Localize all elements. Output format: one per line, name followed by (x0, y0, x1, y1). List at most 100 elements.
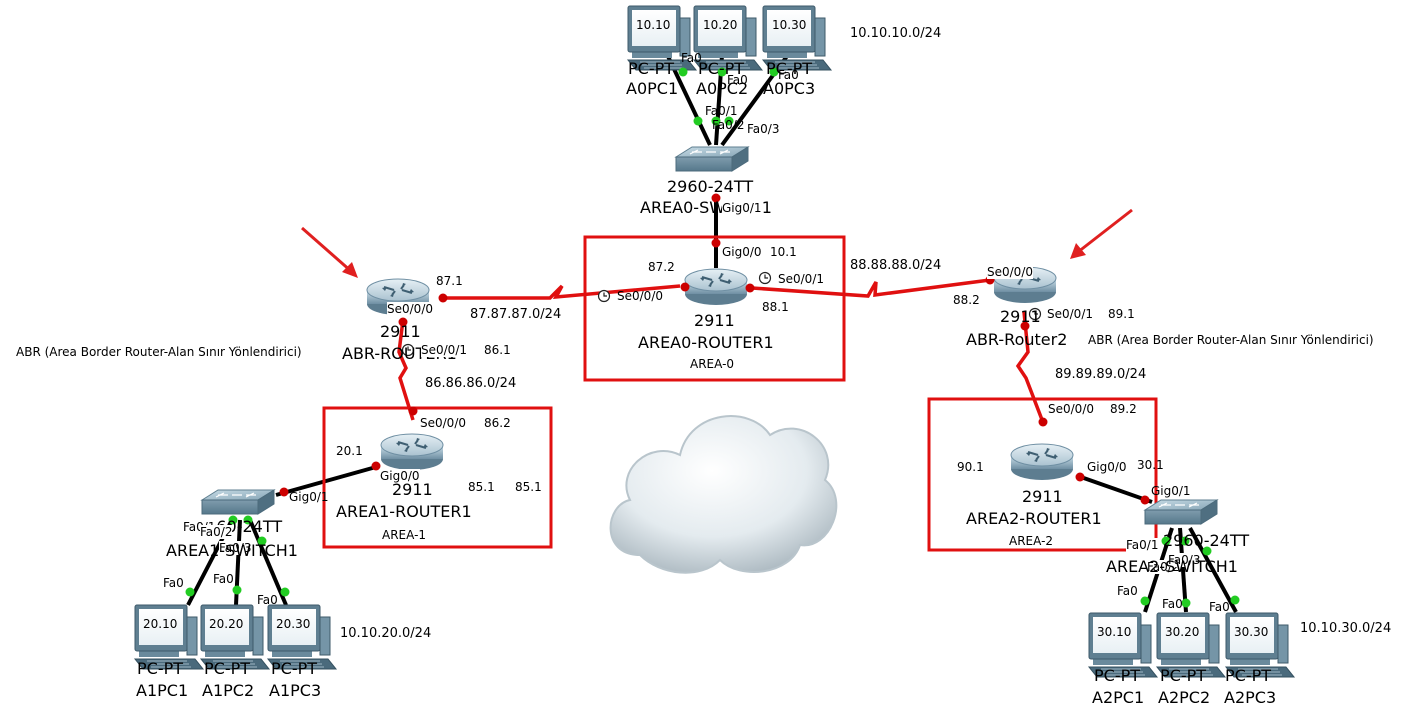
ip-label: 89.1 (1108, 307, 1135, 321)
ip-label: 85.1 (515, 480, 542, 494)
port-label: Se0/0/0 (617, 289, 663, 303)
area1-box (322, 406, 553, 549)
port-label: Fa0/2 (200, 525, 233, 539)
pc-name-label: A1PC1 (136, 681, 189, 700)
router-icon[interactable] (380, 433, 444, 471)
clock-icon (758, 271, 772, 285)
ip-label: 90.1 (957, 460, 984, 474)
ip-label: 86.2 (484, 416, 511, 430)
port-label: Fa0/1 (1126, 538, 1159, 552)
ip-label: 87.2 (648, 260, 675, 274)
device-model-label: 2911 (380, 322, 421, 341)
ip-label: 87.1 (436, 274, 463, 288)
port-label: Fa0 (163, 576, 184, 590)
port-label: Se0/0/1 (1047, 307, 1093, 321)
port-label: Fa0 (778, 68, 799, 82)
pc-screen-label: 30.30 (1234, 625, 1269, 639)
pc-name-label: A2PC3 (1224, 688, 1277, 707)
port-label: Gig0/0 (1087, 460, 1127, 474)
pc-screen-label: 20.10 (143, 617, 178, 631)
device-model-label: 2960-24TT (1163, 531, 1250, 550)
arrow-icon (301, 226, 358, 278)
port-label: Fa0 (727, 73, 748, 87)
port-label: Se0/0/0 (387, 302, 433, 316)
area-label: AREA-1 (382, 528, 427, 542)
router-icon[interactable] (684, 268, 748, 306)
port-label: Gig0/0 (722, 245, 762, 259)
pc-type-label: PC-PT (271, 659, 318, 678)
device-name-label: AREA0-ROUTER1 (638, 333, 774, 352)
network-label: 89.89.89.0/24 (1055, 367, 1147, 382)
pc-type-label: PC-PT (1225, 666, 1272, 685)
pc-type-label: PC-PT (628, 59, 675, 78)
device-model-label: 2911 (1022, 487, 1063, 506)
switch-icon[interactable] (1144, 499, 1218, 525)
port-label: Fa0/1 (705, 104, 738, 118)
port-label: Gig0/1 (289, 490, 329, 504)
port-label: Fa0 (213, 572, 234, 586)
pc-type-label: PC-PT (766, 59, 813, 78)
pc-screen-label: 20.30 (276, 617, 311, 631)
port-label: Se0/0/0 (987, 265, 1033, 279)
network-label: 88.88.88.0/24 (850, 258, 942, 273)
port-label: Se0/0/1 (778, 272, 824, 286)
ip-label: 88.2 (953, 293, 980, 307)
port-label: Gig0/1 (1151, 484, 1191, 498)
serial-links (397, 278, 1046, 426)
pc-name-label: A1PC2 (202, 681, 255, 700)
pc-name-label: A2PC2 (1158, 688, 1211, 707)
pc-type-label: PC-PT (137, 659, 184, 678)
ip-label: 30.1 (1137, 458, 1164, 472)
ip-label: 85.1 (468, 480, 495, 494)
pc-screen-label: 20.20 (209, 617, 244, 631)
pc-screen-label: 10.20 (703, 18, 738, 32)
switch-icon[interactable] (675, 146, 749, 172)
port-label: Fa0 (1162, 597, 1183, 611)
cloud-icon (609, 415, 838, 574)
area2-box (927, 397, 1158, 552)
ip-label: 86.1 (484, 343, 511, 357)
router-icon[interactable] (1010, 443, 1074, 481)
pc-type-label: PC-PT (1094, 666, 1141, 685)
pc-type-label: PC-PT (698, 59, 745, 78)
area-label: AREA-0 (690, 357, 735, 371)
arrow-icon (1070, 208, 1133, 259)
pc-screen-label: 30.20 (1165, 625, 1200, 639)
port-label: Gig0/1 (722, 201, 762, 215)
pc-screen-label: 30.10 (1097, 625, 1132, 639)
pc-name-label: A0PC2 (696, 79, 749, 98)
network-label: 10.10.10.0/24 (850, 26, 942, 41)
pc-name-label: A0PC3 (763, 79, 816, 98)
port-label: Fa0/3 (1168, 553, 1201, 567)
area-label: AREA-2 (1009, 534, 1054, 548)
port-label: Fa0/3 (219, 541, 252, 555)
pc-name-label: A2PC1 (1092, 688, 1145, 707)
abr-note: ABR (Area Border Router-Alan Sınır Yönle… (1088, 333, 1374, 347)
port-label: Gig0/0 (380, 469, 420, 483)
clock-icon (597, 289, 611, 303)
port-label: Fa0 (681, 51, 702, 65)
abr-note: ABR (Area Border Router-Alan Sınır Yönle… (16, 345, 302, 359)
pc-name-label: A1PC3 (269, 681, 322, 700)
network-label: 87.87.87.0/24 (470, 307, 562, 322)
pc-type-label: PC-PT (1160, 666, 1207, 685)
port-label: Se0/0/1 (421, 343, 467, 357)
port-label: Se0/0/0 (1048, 402, 1094, 416)
device-model-label: 2911 (392, 480, 433, 499)
ip-label: 10.1 (770, 245, 797, 259)
ip-label: 88.1 (762, 300, 789, 314)
port-label: Fa0/3 (747, 122, 780, 136)
pc-screen-label: 10.30 (772, 18, 807, 32)
port-label: Fa0 (1117, 584, 1138, 598)
ip-label: 89.2 (1110, 402, 1137, 416)
port-label: Fa0 (1209, 600, 1230, 614)
pc-name-label: A0PC1 (626, 79, 679, 98)
port-label: Fa0/2 (712, 118, 745, 132)
device-model-label: 2911 (1000, 307, 1041, 326)
device-name-label: AREA2-SWITCH1 (1106, 557, 1238, 576)
ip-label: 20.1 (336, 444, 363, 458)
pc-screen-label: 10.10 (636, 18, 671, 32)
switch-icon[interactable] (201, 489, 275, 515)
device-name-label: ABR-Router2 (966, 330, 1068, 349)
